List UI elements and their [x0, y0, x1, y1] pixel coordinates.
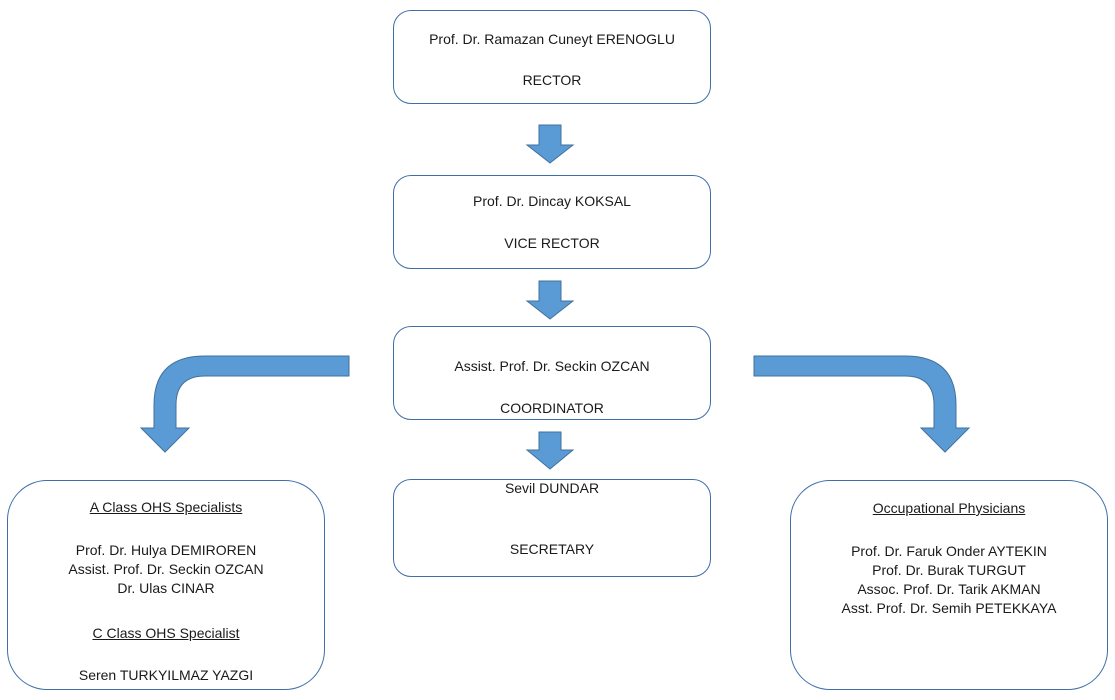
c-class-member: Seren TURKYILMAZ YAZGI	[78, 667, 254, 683]
a-class-member: Assist. Prof. Dr. Seckin OZCAN	[68, 561, 264, 577]
physicians-box: Occupational Physicians Prof. Dr. Faruk …	[790, 480, 1108, 690]
arrow-coordinator-to-secretary	[525, 431, 575, 470]
arrow-vice-to-coordinator	[525, 280, 575, 320]
secretary-title: SECRETARY	[509, 541, 595, 557]
a-class-member: Dr. Ulas CINAR	[117, 580, 215, 596]
vice-rector-box: Prof. Dr. Dincay KOKSAL VICE RECTOR	[393, 175, 711, 269]
a-class-member: Prof. Dr. Hulya DEMIROREN	[75, 542, 257, 558]
coordinator-title: COORDINATOR	[500, 400, 604, 416]
coordinator-name: Assist. Prof. Dr. Seckin OZCAN	[454, 358, 650, 374]
physician-member: Prof. Dr. Faruk Onder AYTEKIN	[851, 543, 1047, 559]
vice-rector-name: Prof. Dr. Dincay KOKSAL	[473, 193, 631, 209]
a-class-heading: A Class OHS Specialists	[89, 499, 243, 515]
secretary-box: Sevil DUNDAR SECRETARY	[393, 479, 711, 577]
coordinator-box: Assist. Prof. Dr. Seckin OZCAN COORDINAT…	[393, 326, 711, 420]
ohs-specialists-box: A Class OHS Specialists Prof. Dr. Hulya …	[7, 480, 325, 690]
vice-rector-title: VICE RECTOR	[504, 235, 600, 251]
rector-title: RECTOR	[522, 72, 582, 88]
physicians-heading: Occupational Physicians	[872, 500, 1026, 516]
physician-member: Assoc. Prof. Dr. Tarik AKMAN	[857, 581, 1041, 597]
physician-member: Asst. Prof. Dr. Semih PETEKKAYA	[841, 600, 1057, 616]
arrow-coordinator-to-ohs	[139, 355, 350, 453]
physician-member: Prof. Dr. Burak TURGUT	[872, 562, 1026, 578]
rector-name: Prof. Dr. Ramazan Cuneyt ERENOGLU	[429, 31, 675, 47]
arrow-rector-to-vice	[525, 124, 575, 164]
arrow-coordinator-to-physicians	[753, 355, 971, 453]
rector-box: Prof. Dr. Ramazan Cuneyt ERENOGLU RECTOR	[393, 10, 711, 104]
secretary-name: Sevil DUNDAR	[504, 480, 600, 496]
a-class-members: Prof. Dr. Hulya DEMIROREN Assist. Prof. …	[8, 541, 324, 598]
physicians-members: Prof. Dr. Faruk Onder AYTEKIN Prof. Dr. …	[791, 542, 1107, 618]
c-class-heading: C Class OHS Specialist	[92, 625, 240, 641]
